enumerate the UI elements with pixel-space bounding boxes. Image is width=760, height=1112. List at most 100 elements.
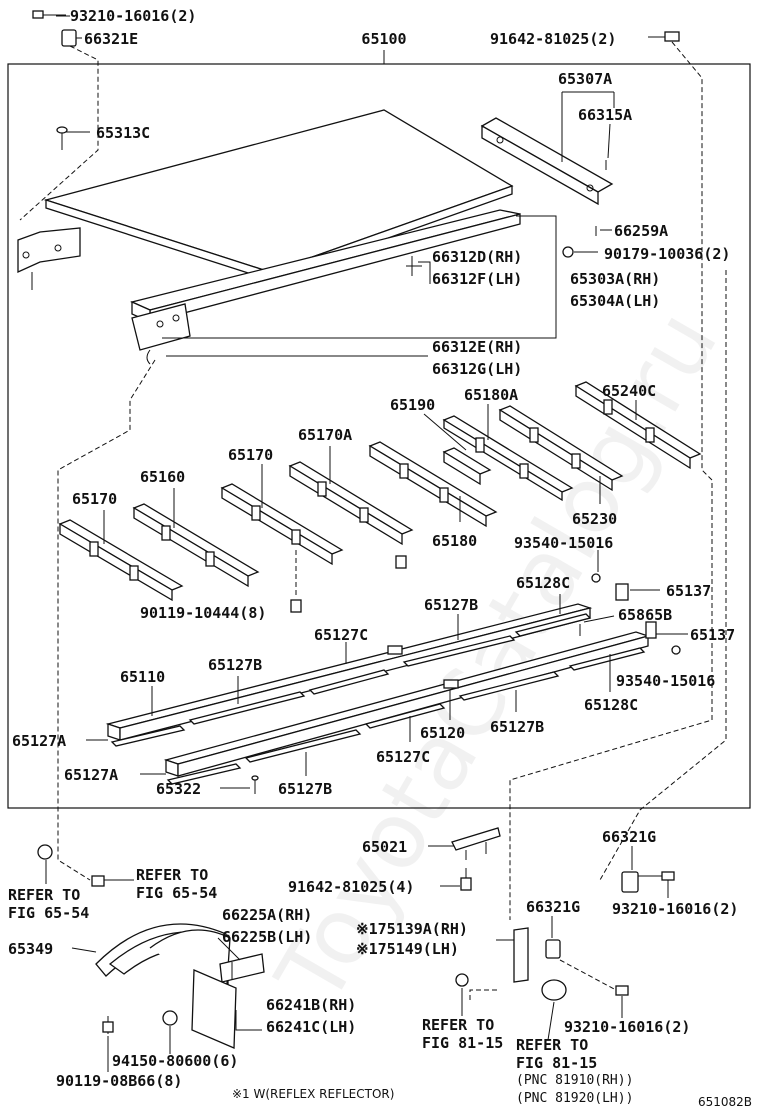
- bracket-65021: [451, 827, 501, 860]
- bracket-66321G-b: [545, 939, 561, 959]
- label-65230: 65230: [572, 510, 617, 528]
- label-pnc-81910: (PNC 81910(RH)): [516, 1073, 633, 1088]
- bracket-66321G-a: [621, 871, 675, 893]
- beam-65180A: [442, 415, 574, 502]
- label-65322: 65322: [156, 780, 201, 798]
- label-65349: 65349: [8, 940, 53, 958]
- label-93210-bottom: 93210-16016(2): [564, 1018, 690, 1036]
- label-66321G-b: 66321G: [526, 898, 580, 916]
- deck-65100: [43, 109, 514, 281]
- bolt-91642-top: [648, 31, 680, 42]
- label-refer-to-3: REFER TO: [422, 1016, 494, 1034]
- rail-65307A: [480, 117, 614, 206]
- label-65120: 65120: [420, 724, 465, 742]
- reflector-75139A: [513, 927, 567, 1001]
- strip-65127B-a: [402, 635, 516, 667]
- leader-65865B: [583, 615, 615, 623]
- label-65127A-b: 65127A: [64, 766, 118, 784]
- bracket-65137-a: [615, 583, 629, 601]
- cap-refer-left: [37, 844, 53, 860]
- label-66312D: 66312D(RH): [432, 248, 522, 266]
- footnote: ※1 W(REFLEX REFLECTOR): [232, 1087, 394, 1101]
- label-65127B-c: 65127B: [490, 718, 544, 736]
- label-65307A: 65307A: [558, 70, 612, 88]
- label-65180: 65180: [432, 532, 477, 550]
- label-fig-81-15-2: FIG 81-15: [516, 1054, 597, 1072]
- figure-code: 651082B: [698, 1095, 752, 1109]
- strip-65127C-b: [364, 703, 446, 729]
- label-65170A: 65170A: [298, 426, 352, 444]
- label-65128C-a: 65128C: [516, 574, 570, 592]
- leader-65303A: [162, 215, 557, 339]
- joint-65127C-a: [387, 645, 403, 655]
- nut-94150: [162, 1010, 178, 1026]
- beam-65180: [368, 441, 498, 528]
- label-75139A: ※175139A(RH): [356, 920, 468, 938]
- beam-65190: [442, 447, 492, 486]
- label-65170-b: 65170: [228, 446, 273, 464]
- label-90179: 90179-10036(2): [604, 245, 730, 263]
- leader-66225A: [217, 937, 241, 961]
- strip-65127B-d: [244, 729, 362, 763]
- beam-65170-b: [220, 483, 344, 566]
- bolt-90119-10444: [290, 550, 302, 613]
- label-90119-10444: 90119-10444(8): [140, 604, 266, 622]
- label-66225B: 66225B(LH): [222, 928, 312, 946]
- joint-65120: [443, 679, 459, 689]
- label-65128C-b: 65128C: [584, 696, 638, 714]
- label-93540-b: 93540-15016: [616, 672, 715, 690]
- bolt-93210-bottom: [559, 959, 629, 996]
- label-65865B: 65865B: [618, 606, 672, 624]
- label-66241C: 66241C(LH): [266, 1018, 356, 1036]
- cap-refer-right: [455, 973, 469, 987]
- label-91642-bottom: 91642-81025(4): [288, 878, 414, 896]
- beam-65230: [498, 405, 624, 492]
- rail-65303A: [130, 209, 521, 324]
- bracket-65137-b: [645, 621, 657, 639]
- label-66241B: 66241B(RH): [266, 996, 356, 1014]
- screw-65313C: [56, 126, 68, 150]
- leader-66315A: [607, 123, 611, 159]
- label-94150: 94150-80600(6): [112, 1052, 238, 1070]
- label-65127B-b: 65127B: [208, 656, 262, 674]
- label-93210-mid: 93210-16016(2): [612, 900, 738, 918]
- label-65170-a: 65170: [72, 490, 117, 508]
- label-65313C: 65313C: [96, 124, 150, 142]
- strip-65127C-a: [308, 669, 390, 695]
- label-65127B-a: 65127B: [424, 596, 478, 614]
- dash-route-refer: [469, 989, 500, 1000]
- label-66312G: 66312G(LH): [432, 360, 522, 378]
- leader-66241B: [235, 1010, 262, 1031]
- strip-65128C-a: [514, 613, 592, 637]
- label-65110: 65110: [120, 668, 165, 686]
- label-65127A-a: 65127A: [12, 732, 66, 750]
- label-91642-top: 91642-81025(2): [490, 30, 616, 48]
- bolt-93540-a: [591, 573, 601, 583]
- bolt-refer-left: [91, 875, 105, 887]
- beam-65160: [132, 503, 260, 588]
- strip-65127B-c: [458, 671, 560, 701]
- label-65304A: 65304A(LH): [570, 292, 660, 310]
- label-pnc-81920: (PNC 81920(LH)): [516, 1091, 633, 1106]
- leader-65349: [71, 947, 97, 953]
- beam-65170A: [288, 461, 414, 546]
- label-66321G-a: 66321G: [602, 828, 656, 846]
- label-66312F: 66312F(LH): [432, 270, 522, 288]
- dash-route-left-top: [19, 45, 99, 221]
- label-65303A: 65303A(RH): [570, 270, 660, 288]
- bracket-66225A: [219, 953, 265, 983]
- label-90119-08B66: 90119-08B66(8): [56, 1072, 182, 1090]
- bolt-90119-08B66: [102, 1016, 114, 1034]
- dash-route-left: [57, 359, 156, 881]
- bolt-65170A-clip: [395, 555, 407, 569]
- label-65160: 65160: [140, 468, 185, 486]
- bolt-93210-top: [32, 10, 66, 19]
- label-65137-a: 65137: [666, 582, 711, 600]
- label-93540-a: 93540-15016: [514, 534, 613, 552]
- label-66225A: 66225A(RH): [222, 906, 312, 924]
- beam-65240C: [574, 381, 702, 470]
- leader-66312D: [418, 261, 431, 284]
- bolt-91642-bottom: [460, 868, 472, 891]
- strip-65127B-b: [188, 691, 306, 725]
